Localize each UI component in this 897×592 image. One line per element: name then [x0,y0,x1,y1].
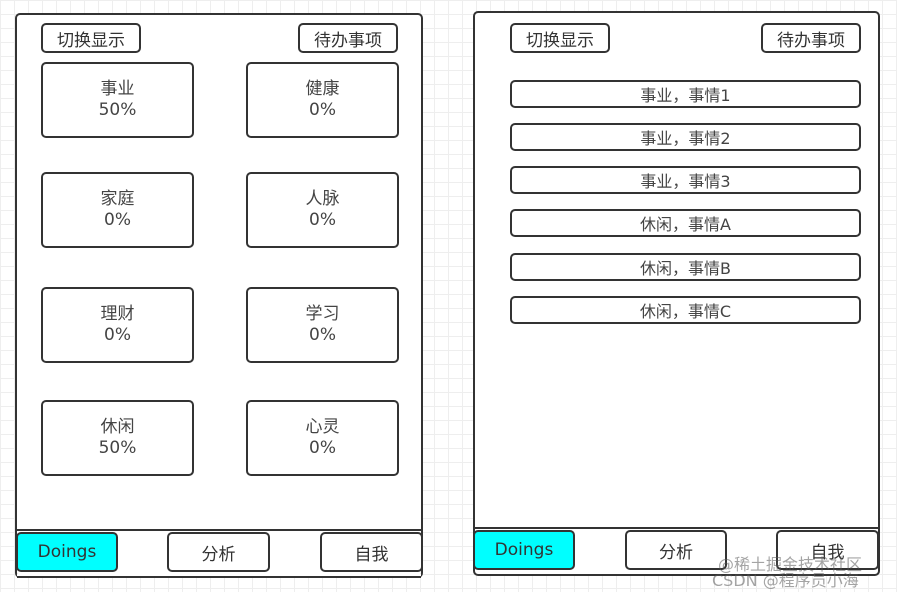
category-card-learning[interactable]: 学习 0% [246,287,399,363]
category-percent: 0% [104,325,131,345]
category-card-network[interactable]: 人脉 0% [246,172,399,248]
left-tab-bar [15,529,423,531]
category-card-finance[interactable]: 理财 0% [41,287,194,363]
todo-item[interactable]: 事业，事情2 [510,123,861,151]
tab-doings[interactable]: Doings [16,532,118,572]
category-percent: 0% [309,100,336,120]
todo-item[interactable]: 休闲，事情B [510,253,861,281]
category-card-career[interactable]: 事业 50% [41,62,194,138]
category-percent: 0% [104,210,131,230]
watermark-line1: @稀土掘金技术社区 [718,555,863,574]
category-percent: 0% [309,325,336,345]
todo-item[interactable]: 事业，事情3 [510,166,861,194]
category-name: 人脉 [305,189,340,209]
toggle-display-button[interactable]: 切换显示 [510,23,610,53]
toggle-display-button[interactable]: 切换显示 [41,23,141,53]
tab-analysis[interactable]: 分析 [167,532,270,572]
category-card-spirit[interactable]: 心灵 0% [246,400,399,476]
category-percent: 50% [98,100,137,120]
todo-button[interactable]: 待办事项 [761,23,861,53]
category-percent: 0% [309,210,336,230]
tab-self[interactable]: 自我 [320,532,423,572]
category-percent: 0% [309,438,336,458]
category-card-leisure[interactable]: 休闲 50% [41,400,194,476]
category-name: 家庭 [100,189,135,209]
category-card-family[interactable]: 家庭 0% [41,172,194,248]
tab-self[interactable]: 自我 [776,530,879,570]
category-name: 事业 [100,79,135,99]
category-name: 理财 [100,304,135,324]
category-card-health[interactable]: 健康 0% [246,62,399,138]
category-percent: 50% [98,438,137,458]
category-name: 学习 [305,304,340,324]
watermark-line2: CSDN @程序员小海 [712,571,859,590]
todo-item[interactable]: 休闲，事情A [510,209,861,237]
todo-item[interactable]: 事业，事情1 [510,80,861,108]
category-name: 休闲 [100,417,135,437]
category-name: 心灵 [305,417,340,437]
tab-analysis[interactable]: 分析 [625,530,727,570]
tab-doings[interactable]: Doings [473,530,575,570]
todo-item[interactable]: 休闲，事情C [510,296,861,324]
left-screen-shadow [17,574,421,578]
todo-button[interactable]: 待办事项 [298,23,398,53]
category-name: 健康 [305,79,340,99]
right-tab-bar [473,527,880,529]
